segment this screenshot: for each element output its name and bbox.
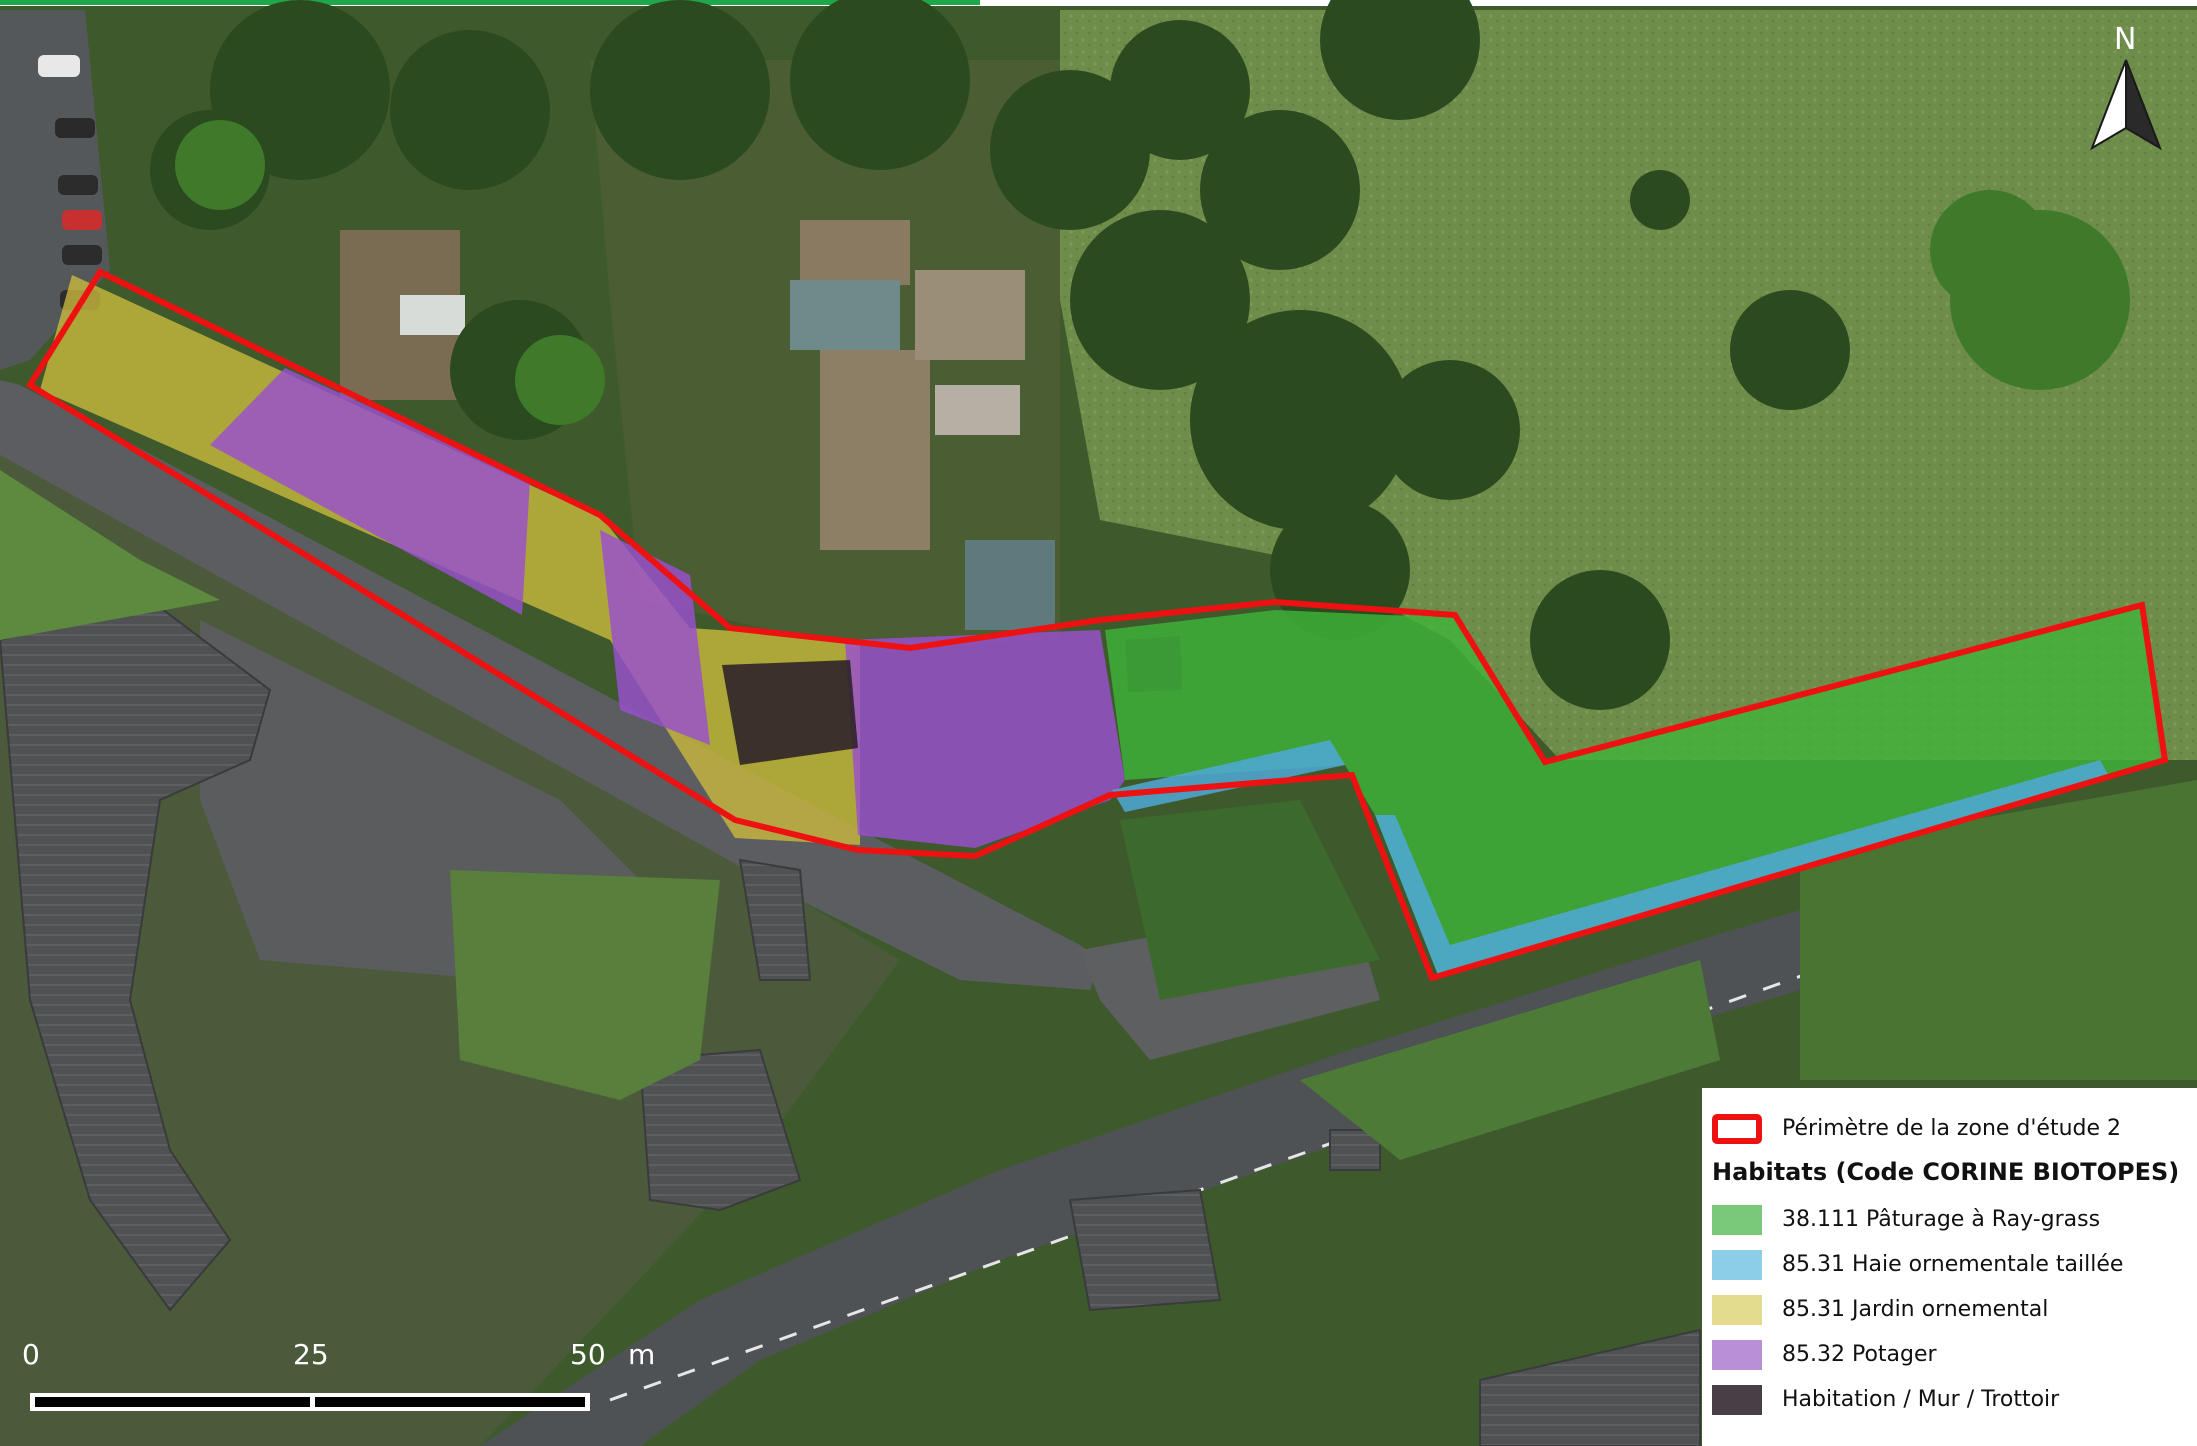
legend-item-label: 85.31 Haie ornementale taillée [1782,1252,2124,1277]
perimeter-swatch [1712,1113,1762,1144]
map-legend: Périmètre de la zone d'étude 2 Habitats … [1702,1088,2197,1446]
allotment-plot [820,350,930,550]
habitat-potager [845,630,1125,848]
north-label: N [2114,22,2137,57]
allotment-plot [935,385,1020,435]
scale-label-25: 25 [293,1338,329,1371]
road-lower [480,790,2197,1446]
allotment-plot [915,270,1025,360]
allotment-plot [965,540,1055,630]
habitat-haie-ornementale [1375,760,2110,975]
legend-habitats-title: Habitats (Code CORINE BIOTOPES) [1712,1158,2180,1186]
legend-item: 38.111 Pâturage à Ray-grass [1712,1197,2197,1242]
legend-perimeter-label: Périmètre de la zone d'étude 2 [1782,1116,2122,1141]
legend-item-label: 85.32 Potager [1782,1342,1937,1367]
legend-swatch [1712,1249,1762,1280]
tree-canopy-light [175,120,2130,425]
scale-label-0: 0 [22,1338,40,1371]
lawn [0,470,220,640]
allotment-plot [800,220,910,285]
lawn [450,870,720,1100]
top-green-bar [0,0,980,5]
legend-item: 85.31 Haie ornementale taillée [1712,1242,2197,1287]
habitat-potager [210,368,530,615]
habitat-haie-ornementale [1112,740,1345,812]
scale-label-50: 50 [570,1338,606,1371]
legend-swatch [1712,1294,1762,1325]
top-frame-bar [0,0,2197,6]
legend-swatch [1712,1339,1762,1370]
legend-item: Habitation / Mur / Trottoir [1712,1377,2197,1422]
habitat-paturage [1105,608,2160,975]
habitat-habitation [722,660,858,765]
lawn [1300,960,1720,1160]
legend-item-label: Habitation / Mur / Trottoir [1782,1387,2060,1412]
allotment-plot [790,280,900,350]
legend-perimeter: Périmètre de la zone d'étude 2 [1712,1106,2197,1151]
legend-swatch [1712,1384,1762,1415]
legend-item: 85.32 Potager [1712,1332,2197,1377]
legend-item: 85.31 Jardin ornemental [1712,1287,2197,1332]
legend-item-label: 85.31 Jardin ornemental [1782,1297,2049,1322]
scale-bar [30,1393,590,1411]
study-zone-perimeter [25,268,2169,982]
greenhouse [400,295,465,335]
legend-item-label: 38.111 Pâturage à Ray-grass [1782,1207,2101,1232]
scale-label-unit: m [628,1338,656,1371]
north-arrow-icon [2090,59,2162,151]
tree-canopy [150,0,1850,710]
legend-swatch [1712,1204,1762,1235]
lawn [1800,780,2197,1080]
lawn [1120,800,1380,1000]
